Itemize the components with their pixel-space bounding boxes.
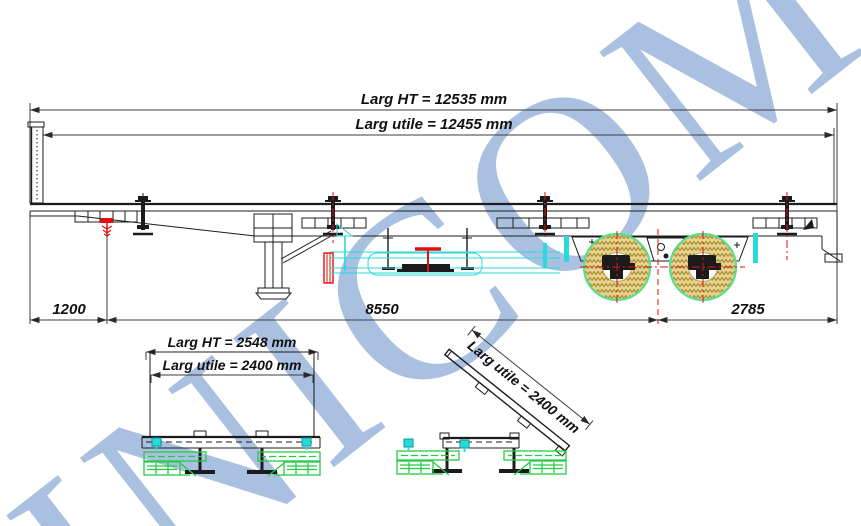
tie-down-bolt (131, 193, 155, 236)
rear-underrun (803, 211, 843, 263)
overall-length-label: Larg HT = 12535 mm (361, 91, 507, 108)
front-cross-section-view: Larg HT = 2548 mm Larg utile = 2400 mm (141, 334, 321, 477)
kingpin-to-bogie-label: 8550 (365, 301, 399, 318)
usable-width-label: Larg utile = 2400 mm (163, 357, 302, 373)
kingpin (100, 218, 113, 324)
overall-length-dimension: Larg HT = 12535 mm (29, 91, 838, 211)
spare-wheel-carrier (323, 228, 758, 284)
deck-cross-section (439, 432, 520, 449)
rear-overhang-label: 2785 (730, 301, 765, 318)
side-board-plank (443, 348, 571, 457)
usable-width-dimension: Larg utile = 2400 mm (150, 357, 314, 383)
tie-down-bolt (321, 192, 354, 271)
chassis (29, 211, 822, 237)
deck (30, 202, 837, 212)
front-overhang-label: 1200 (52, 301, 86, 318)
total-width-label: Larg HT = 2548 mm (168, 334, 297, 350)
spare-crank-handle (415, 247, 441, 272)
bottom-dimension-chain: 1200 8550 2785 (29, 216, 838, 324)
landing-gear (253, 213, 334, 300)
tie-down-bolt (775, 192, 799, 260)
deck-cross-section (141, 430, 321, 449)
trailer-side-view: Larg HT = 12535 mm Larg utile = 12455 mm (27, 91, 843, 324)
usable-length-label: Larg utile = 12455 mm (355, 116, 512, 133)
tie-down-bolt (533, 192, 557, 268)
axle-centerline (580, 229, 745, 324)
